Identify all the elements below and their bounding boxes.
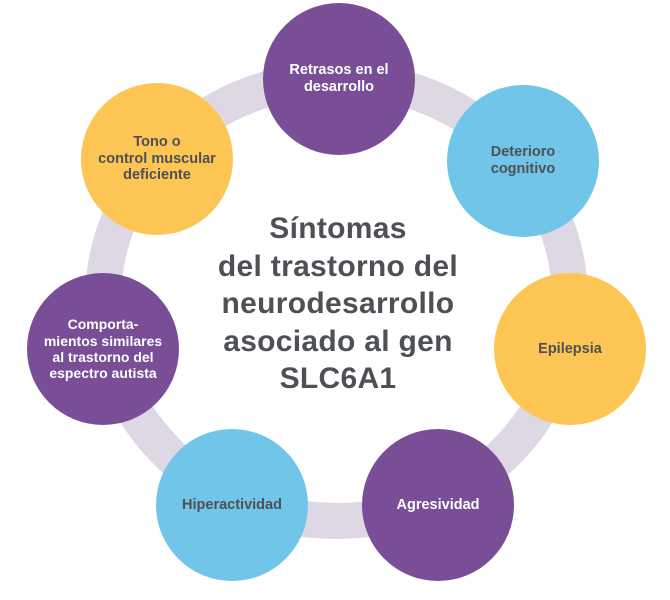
node-hiperactividad: Hiperactividad	[156, 429, 308, 581]
node-espectro-autista: Comporta- mientos similares al trastorno…	[27, 273, 179, 425]
node-label-tono-muscular: Tono o control muscular deficiente	[98, 133, 216, 184]
node-tono-muscular: Tono o control muscular deficiente	[81, 83, 233, 235]
node-label-epilepsia: Epilepsia	[538, 340, 602, 357]
node-label-agresividad: Agresividad	[396, 496, 480, 513]
node-agresividad: Agresividad	[362, 429, 514, 581]
node-retrasos-desarrollo: Retrasos en el desarrollo	[263, 3, 415, 155]
node-label-hiperactividad: Hiperactividad	[182, 496, 282, 513]
node-label-espectro-autista: Comporta- mientos similares al trastorno…	[43, 316, 163, 382]
node-label-retrasos-desarrollo: Retrasos en el desarrollo	[289, 62, 389, 95]
node-deterioro-cognitivo: Deterioro cognitivo	[447, 85, 599, 237]
node-epilepsia: Epilepsia	[494, 273, 646, 425]
node-label-deterioro-cognitivo: Deterioro cognitivo	[490, 144, 556, 177]
diagram-title: Síntomas del trastorno del neurodesarrol…	[217, 212, 459, 396]
